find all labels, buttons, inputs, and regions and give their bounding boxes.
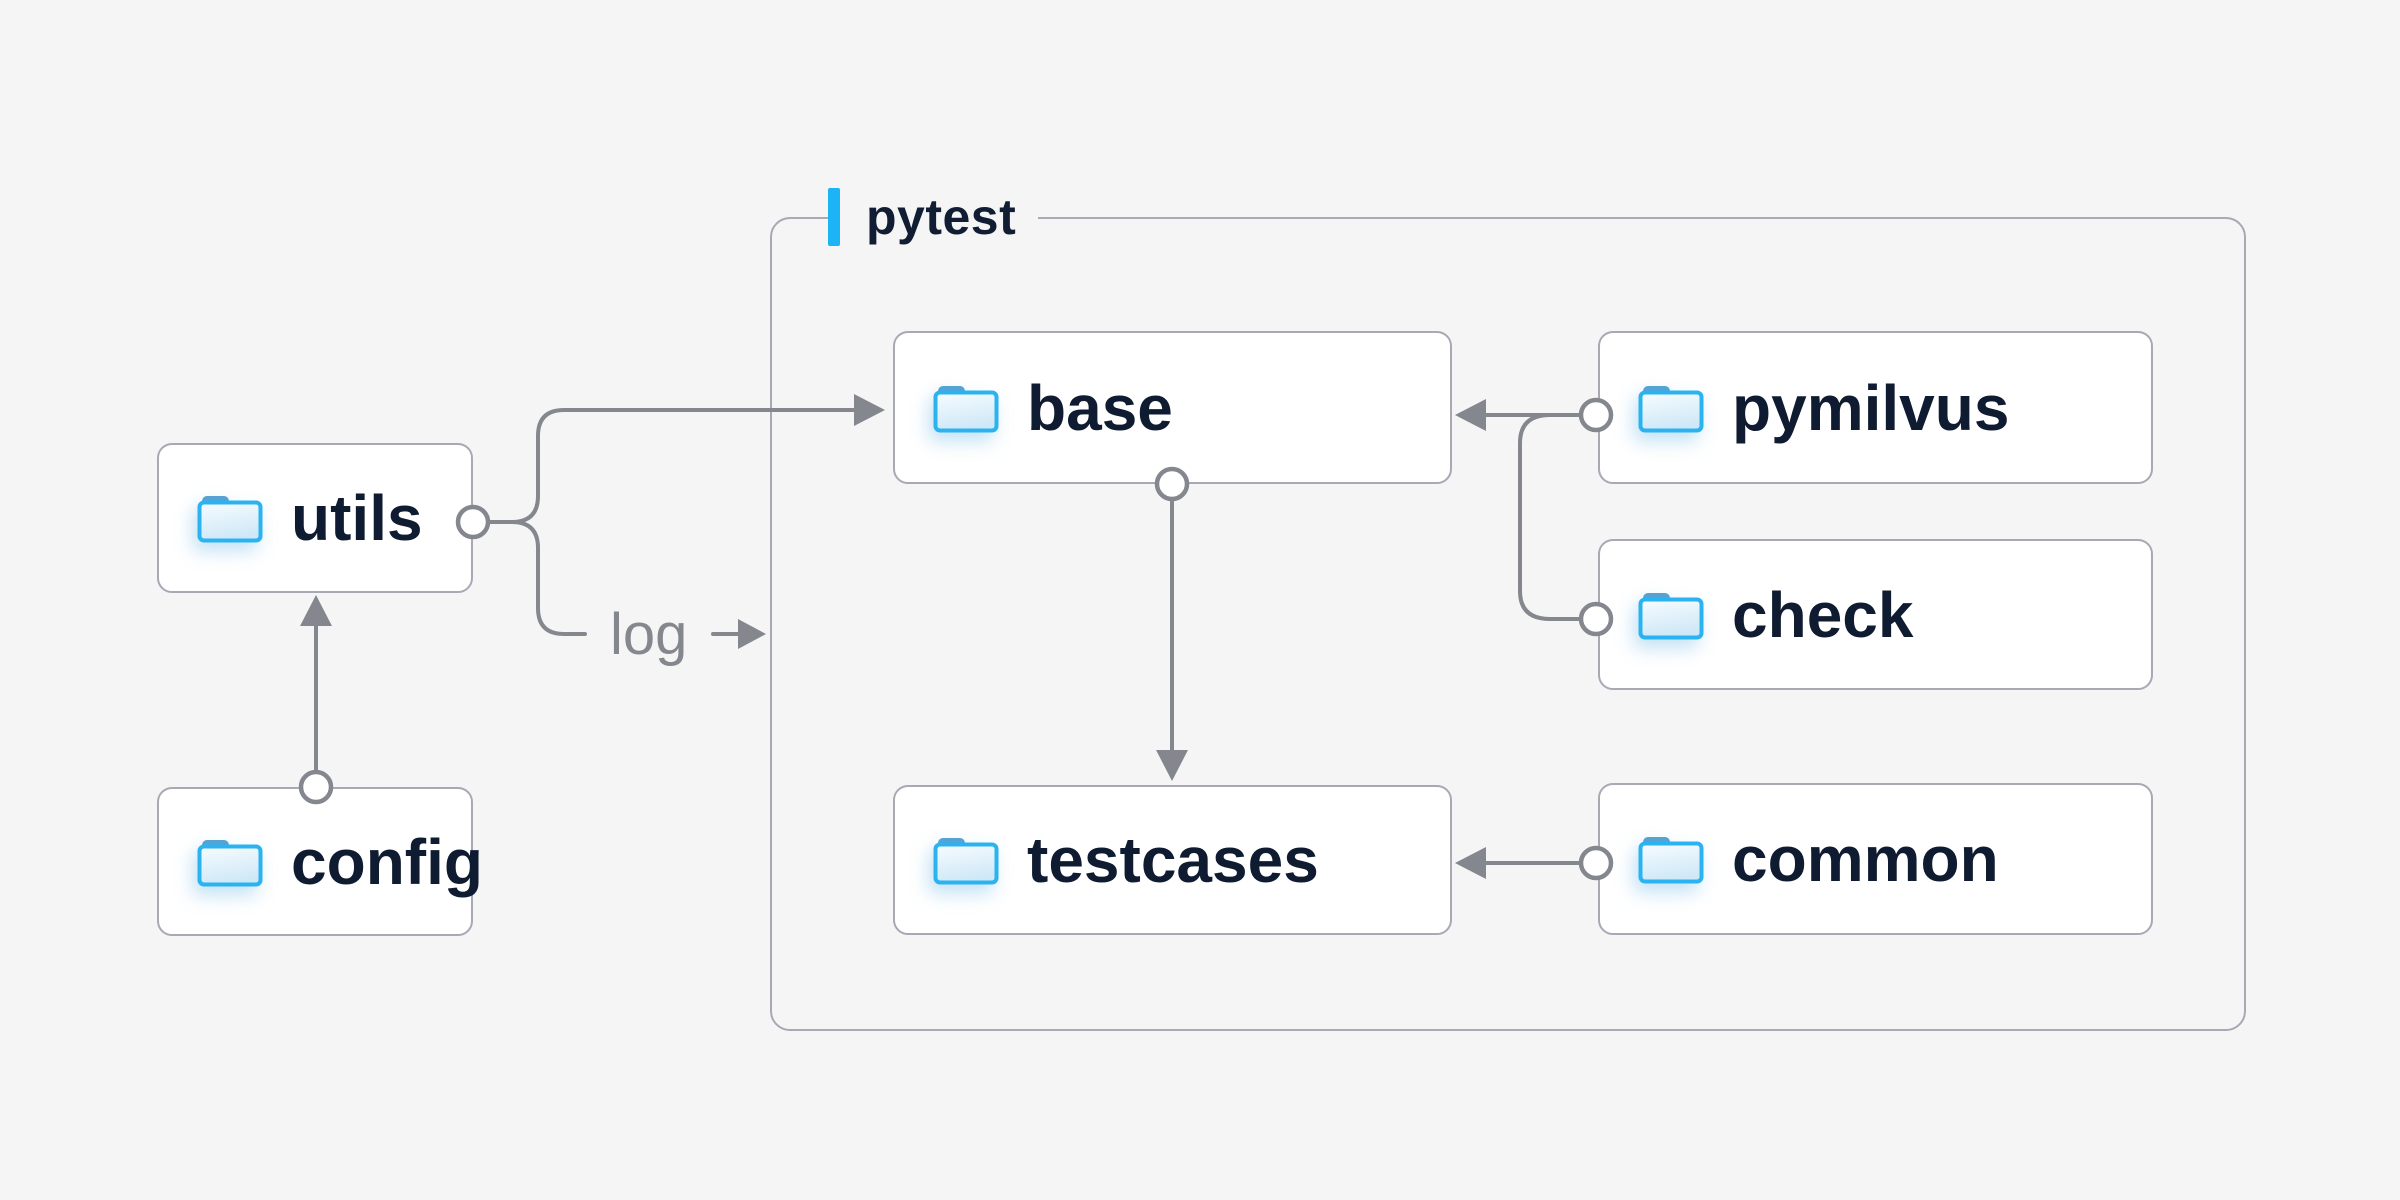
folder-icon: [1638, 383, 1704, 433]
pytest-group-label: pytest: [828, 186, 1039, 248]
folder-icon: [197, 493, 263, 543]
node-common: common: [1598, 783, 2153, 935]
log-edge-label: log: [610, 602, 687, 667]
pytest-group-box: [770, 217, 2246, 1031]
node-label: testcases: [1027, 824, 1319, 896]
accent-bar: [828, 188, 840, 246]
node-utils: utils: [157, 443, 473, 593]
node-config: config: [157, 787, 483, 936]
folder-icon: [1638, 590, 1704, 640]
edge-config-utils: [298, 595, 334, 805]
node-base: base: [893, 331, 1452, 484]
folder-icon: [933, 835, 999, 885]
folder-icon: [1638, 834, 1704, 884]
node-label: check: [1732, 578, 1914, 651]
folder-icon: [933, 383, 999, 433]
node-label: config: [291, 825, 483, 898]
node-pymilvus: pymilvus: [1598, 331, 2153, 484]
pytest-label-text: pytest: [866, 189, 1017, 245]
node-label: utils: [291, 482, 423, 554]
folder-icon: [197, 837, 263, 887]
node-check: check: [1598, 539, 2153, 690]
node-label: pymilvus: [1732, 371, 2010, 444]
node-label: common: [1732, 823, 1999, 895]
node-testcases: testcases: [893, 785, 1452, 935]
node-label: base: [1027, 371, 1173, 444]
